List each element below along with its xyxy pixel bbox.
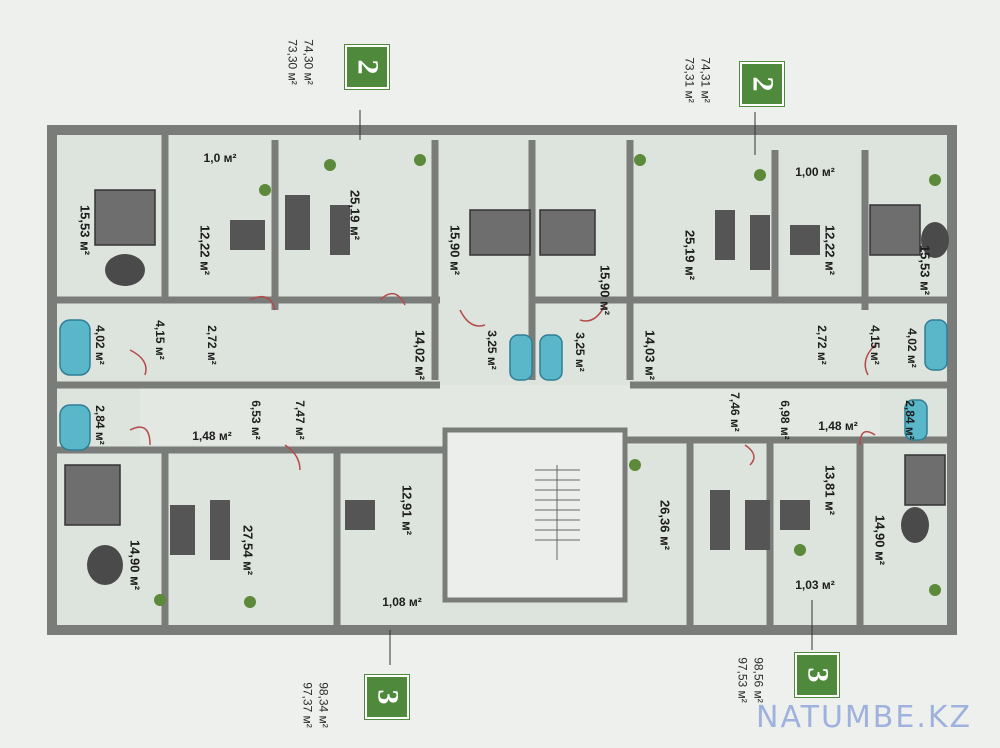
room-area-label: 15,53 м² (77, 204, 93, 256)
room-area-label: 7,47 м² (293, 400, 307, 440)
room-area-label: 1,48 м² (192, 429, 232, 443)
room-area-label: 4,02 м² (93, 325, 107, 365)
room-area-label: 12,22 м² (197, 224, 213, 276)
room-area-label: 14,02 м² (412, 329, 428, 381)
beds (64, 189, 946, 526)
room-area-label: 15,90 м² (447, 224, 463, 276)
rugs (87, 222, 949, 585)
room-area-label: 4,02 м² (905, 328, 919, 368)
room-area-label: 3,25 м² (573, 332, 587, 372)
plants (154, 154, 941, 608)
room-area-label: 3,25 м² (485, 330, 499, 370)
furniture (170, 195, 820, 560)
room-area-label: 12,22 м² (822, 224, 838, 276)
room-area-label: 1,03 м² (795, 578, 835, 592)
watermark: NATUMBE.KZ (756, 700, 973, 735)
room-area-label: 15,53 м² (917, 244, 933, 296)
room-area-label: 2,84 м² (903, 400, 917, 440)
room-area-label: 1,48 м² (818, 419, 858, 433)
room-area-label: 2,72 м² (205, 325, 219, 365)
room-area-label: 14,90 м² (127, 539, 143, 591)
room-area-label: 26,36 м² (657, 499, 673, 551)
apartment-rooms-badge: 3 (794, 652, 840, 698)
room-area-label: 14,03 м² (642, 329, 658, 381)
room-area-label: 25,19 м² (347, 189, 363, 241)
room-area-label: 12,91 м² (399, 484, 415, 536)
room-area-label: 6,98 м² (778, 400, 792, 440)
room-area-label: 25,19 м² (682, 229, 698, 281)
room-area-label: 13,81 м² (822, 464, 838, 516)
room-area-label: 2,84 м² (93, 405, 107, 445)
room-area-label: 6,53 м² (249, 400, 263, 440)
leader-lines (359, 110, 813, 665)
room-area-label: 4,15 м² (868, 325, 882, 365)
room-area-label: 7,46 м² (728, 392, 742, 432)
door-swings (129, 292, 876, 471)
bathtubs (59, 319, 948, 451)
room-area-label: 1,0 м² (203, 151, 237, 165)
room-area-label: 1,00 м² (795, 165, 835, 179)
room-area-label: 1,08 м² (382, 595, 422, 609)
room-area-label: 14,90 м² (872, 514, 888, 566)
stairwell (442, 427, 628, 603)
stairs (535, 465, 580, 560)
room-area-label: 15,90 м² (597, 264, 613, 316)
room-area-label: 27,54 м² (240, 524, 256, 576)
interior-walls (57, 135, 947, 625)
room-area-label: 4,15 м² (153, 320, 167, 360)
apartment-rooms-badge: 3 (364, 674, 410, 720)
room-area-label: 2,72 м² (815, 325, 829, 365)
apartment-rooms-badge: 2 (739, 61, 785, 107)
apartment-rooms-badge: 2 (344, 44, 390, 90)
